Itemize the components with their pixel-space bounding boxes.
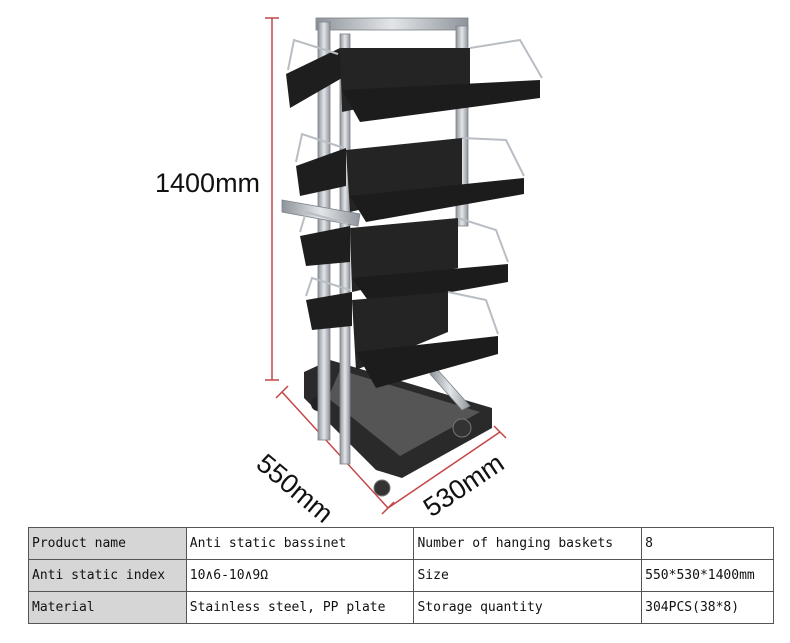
spec-label: Material (28, 591, 187, 624)
height-dimension-line (265, 17, 279, 381)
shelf (305, 276, 499, 388)
width-dimension-line (387, 425, 507, 509)
shelf (299, 210, 509, 306)
spec-label: Number of hanging baskets (413, 527, 643, 560)
product-figure: 1400mm 550mm 530mm (155, 17, 543, 529)
table-row: Material Stainless steel, PP plate Stora… (28, 591, 774, 624)
table-row: Anti static index 10∧6-10∧9Ω Size 550*53… (28, 559, 774, 592)
spec-table: Product name Anti static bassinet Number… (28, 527, 774, 624)
spec-label: Product name (28, 527, 187, 560)
height-dimension-label: 1400mm (155, 168, 261, 198)
spec-value: 10∧6-10∧9Ω (185, 559, 415, 592)
spec-label: Anti static index (28, 559, 187, 592)
rack-illustration (265, 17, 543, 515)
spec-value: 8 (641, 527, 774, 560)
spec-label: Storage quantity (413, 591, 643, 624)
spec-value: 550*530*1400mm (641, 559, 774, 592)
spec-value: 304PCS(38*8) (641, 591, 774, 624)
spec-value: Stainless steel, PP plate (185, 591, 415, 624)
rack-shelves (286, 38, 543, 388)
shelf (295, 132, 525, 222)
spec-label: Size (413, 559, 643, 592)
shelf (286, 38, 543, 122)
table-row: Product name Anti static bassinet Number… (28, 527, 774, 560)
spec-value: Anti static bassinet (185, 527, 415, 560)
